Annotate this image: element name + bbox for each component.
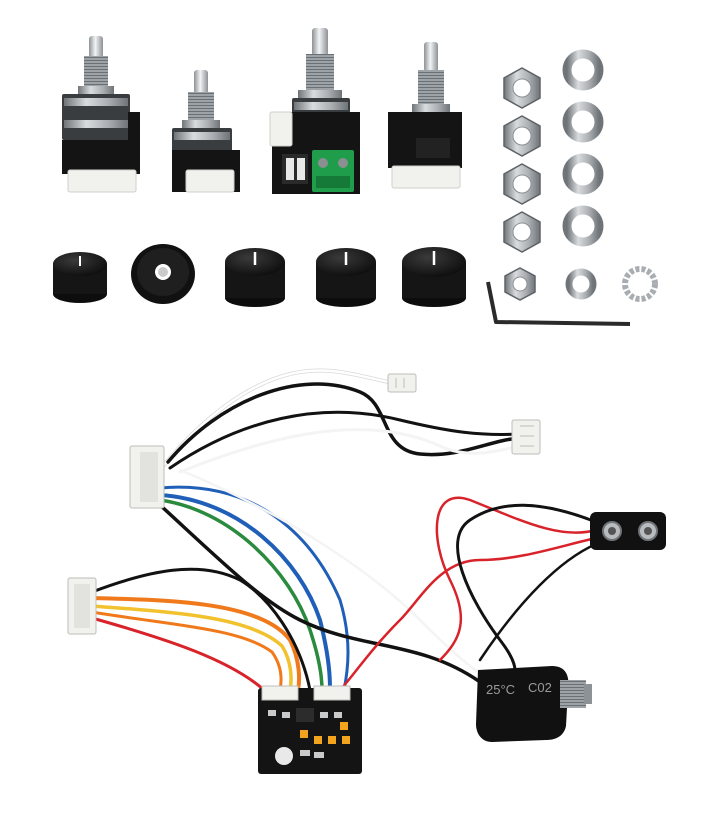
flat-washers [562, 49, 604, 300]
battery-snap [590, 512, 666, 550]
star-washer [622, 266, 658, 302]
connector-top [387, 373, 417, 393]
hex-nut-holes [512, 78, 532, 292]
output-jack [476, 666, 592, 742]
connector-right [511, 419, 541, 455]
connector-harness-lower [67, 577, 97, 635]
potentiometer-1 [62, 36, 140, 193]
allen-key [486, 281, 631, 326]
potentiometer-4 [388, 42, 462, 189]
potentiometer-3 [269, 28, 360, 194]
knob-4 [316, 248, 376, 307]
knob-2-underside [131, 244, 195, 304]
knob-3 [225, 248, 285, 307]
wiring-harness [90, 368, 598, 692]
heat-shrink-marking-left: 25°C [486, 682, 515, 697]
potentiometer-2 [172, 70, 240, 193]
connector-harness-upper [129, 445, 165, 509]
knob-5 [402, 247, 466, 307]
heat-shrink-marking-right: C02 [528, 680, 552, 695]
knob-1 [53, 252, 107, 303]
preamp-board [258, 685, 362, 774]
